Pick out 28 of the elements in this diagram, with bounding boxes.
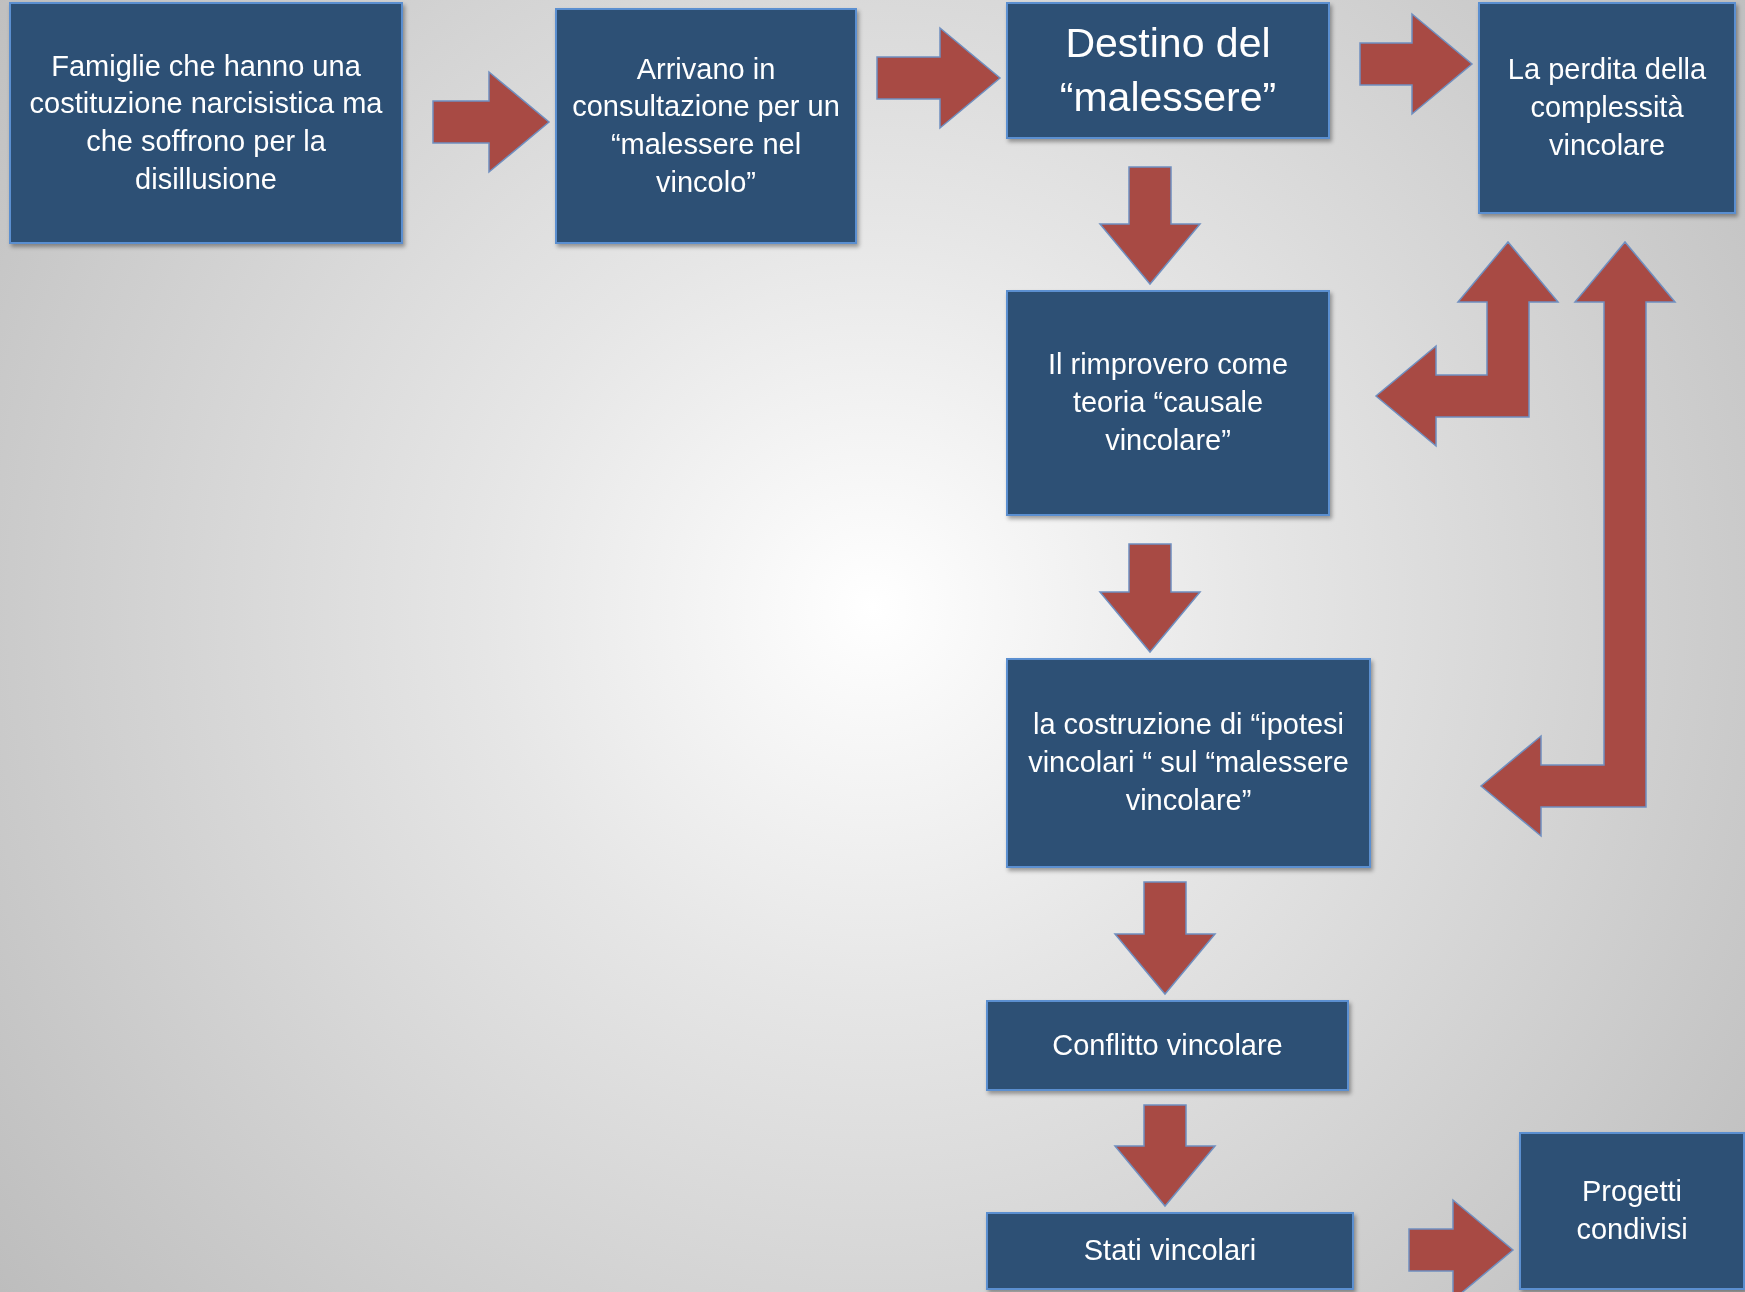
box-label: La perdita della complessità vincolare [1506,52,1708,163]
process-box [1519,1132,1745,1290]
box-label: Famiglie che hanno una costituzione narcisistica ma che soffrono per la disillusione [28,48,384,197]
box-label: Progetti condivisi [1575,1174,1689,1247]
block-arrow [432,70,551,174]
process-box [986,1212,1354,1290]
block-arrow [1113,881,1217,996]
block-arrow [1374,240,1560,448]
box-label: Stati vincolari [1083,1233,1257,1269]
block-arrow [1113,1104,1217,1208]
process-box [9,2,403,244]
block-arrow [1098,166,1202,286]
box-label: la costruzione di “ipotesi vincolari “ sul “malessere vincolare” [1027,707,1350,818]
process-box [1478,2,1736,214]
box-label: Arrivano in consultazione per un “malessere nel vincolo” [571,51,841,200]
block-arrow [1408,1198,1515,1292]
box-label: Conflitto vincolare [1052,1027,1283,1063]
block-arrow [1359,12,1474,116]
process-box [555,8,857,244]
box-label: Destino del “malessere” [1058,19,1278,122]
process-box [1006,290,1330,516]
block-arrow [1098,543,1202,654]
box-label: Il rimprovero come teoria “causale vincolare” [1046,347,1290,458]
process-box [986,1000,1349,1091]
block-arrow [876,26,1002,130]
process-box [1006,658,1371,868]
block-arrow [1479,240,1677,838]
process-box [1006,2,1330,139]
